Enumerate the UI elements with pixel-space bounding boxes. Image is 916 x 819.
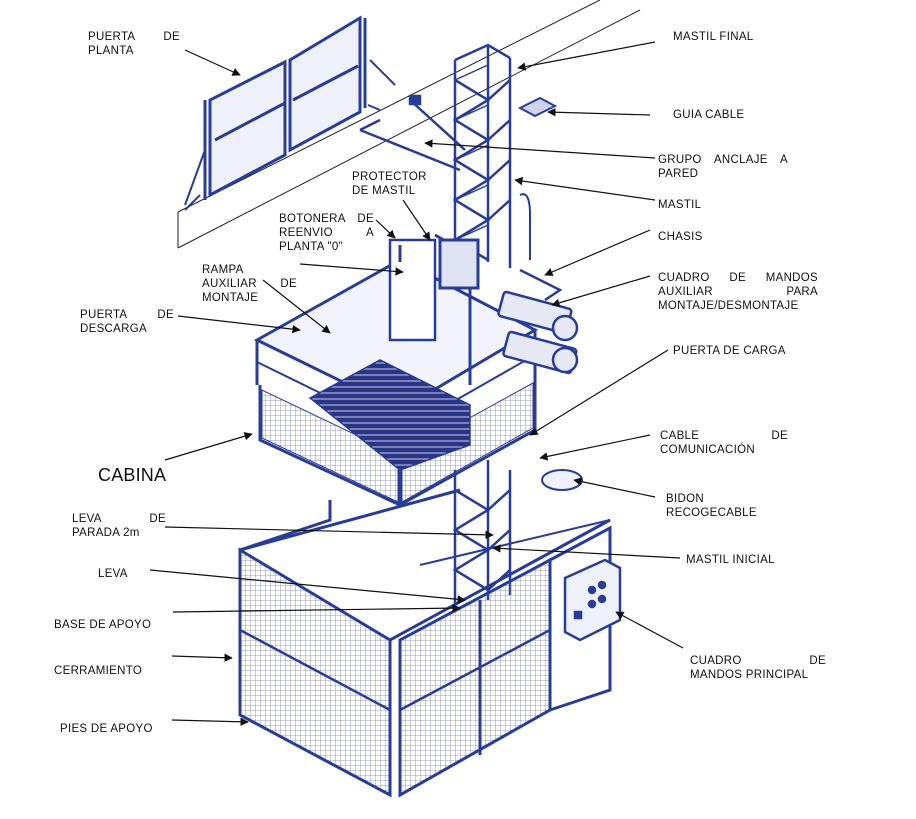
label-cabina: CABINA (98, 465, 167, 485)
label-mastil-inicial: MASTIL INICIAL (686, 554, 775, 566)
label-base-apoyo: BASE DE APOYO (54, 619, 152, 631)
main-control-box (563, 558, 622, 642)
label-mastil: MASTIL (658, 199, 702, 211)
wall-anchor (359, 94, 466, 172)
label-puerta-carga: PUERTA DE CARGA (673, 345, 786, 357)
building-slab (177, 0, 641, 249)
label-leva: LEVA (98, 568, 128, 580)
landing-door (184, 15, 396, 211)
leader-lines (149, 41, 684, 726)
enclosure (238, 488, 612, 798)
motor-group (497, 268, 579, 375)
label-pies-apoyo: PIES DE APOYO (60, 723, 153, 735)
label-mastil-final: MASTIL FINAL (673, 31, 754, 43)
label-chasis: CHASIS (658, 231, 703, 243)
cabin-floor-grating (308, 359, 471, 471)
mast-lower (452, 460, 512, 610)
cable-guide (517, 96, 558, 118)
mast-upper (452, 43, 512, 270)
label-cerramiento: CERRAMIENTO (54, 665, 143, 677)
label-guia-cable: GUIA CABLE (673, 109, 745, 121)
cabin-control-panel (438, 238, 480, 290)
